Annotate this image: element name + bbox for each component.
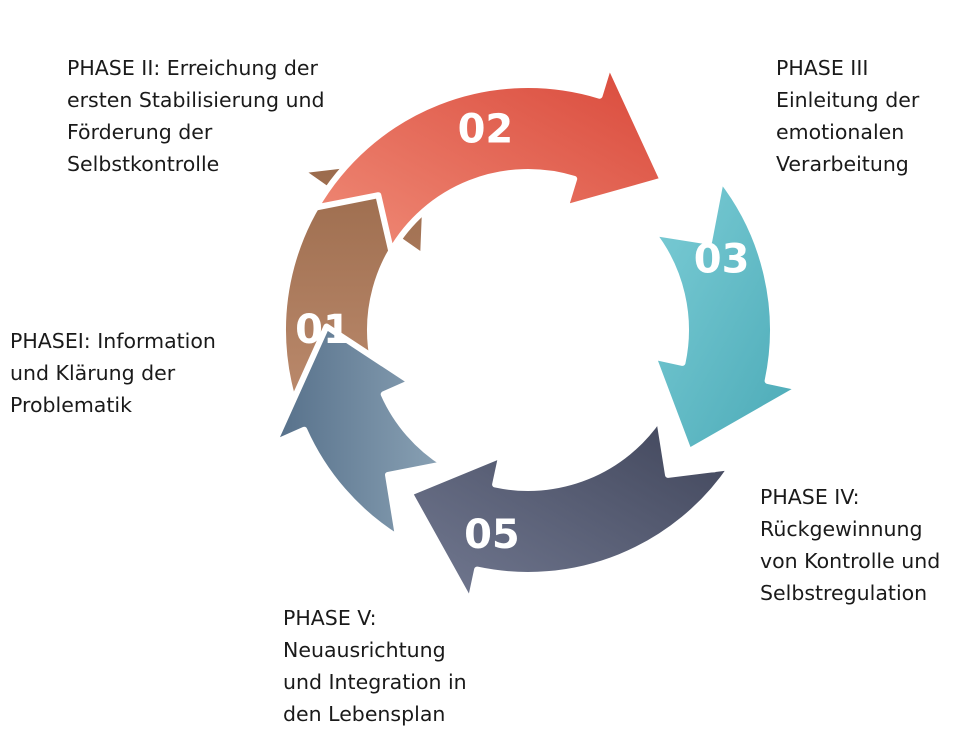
phase-3-label-line: Verarbeitung [776, 152, 909, 176]
phase-4-label: PHASE IV: Rückgewinnung von Kontrolle un… [760, 481, 940, 609]
phase-1-label-line: und Klärung der [10, 361, 176, 385]
phase-3-label-line: PHASE III [776, 56, 869, 80]
phase-1-number: 01 [295, 307, 351, 353]
phase-5-arrow [271, 323, 448, 541]
phase-5-number: 05 [464, 512, 520, 558]
phase-3-arrow [649, 176, 803, 455]
phase-5-label-line: und Integration in [283, 670, 467, 694]
phase-5-label: PHASE V: Neuausrichtung und Integration … [283, 602, 467, 730]
phase-2-label-line: ersten Stabilisierung und [67, 88, 325, 112]
phase-3-number: 03 [694, 237, 750, 283]
phase-4-label-line: Selbstregulation [760, 581, 928, 605]
phase-4-label-line: PHASE IV: [760, 485, 860, 509]
phase-5-label-line: Neuausrichtung [283, 638, 446, 662]
phase-2-arrow [312, 61, 666, 254]
phase-4-number: 04 [666, 436, 722, 482]
phase-1-label: PHASEI: Information und Klärung der Prob… [10, 325, 216, 421]
phase-5-label-line: PHASE V: [283, 606, 377, 630]
phase-2-label-line: PHASE II: Erreichung der [67, 56, 318, 80]
phase-2-label: PHASE II: Erreichung der ersten Stabilis… [67, 52, 325, 180]
phase-2-label-line: Selbstkontrolle [67, 152, 220, 176]
phase-1-label-line: Problematik [10, 393, 132, 417]
phase-4-label-line: von Kontrolle und [760, 549, 941, 573]
phase-2-label-line: Förderung der [67, 120, 213, 144]
phase-4-label-line: Rückgewinnung [760, 517, 923, 541]
phase-3-label-line: Einleitung der [776, 88, 920, 112]
phase-4-arrow [406, 415, 735, 605]
phase-2-number: 02 [458, 107, 514, 153]
phase-5-label-line: den Lebensplan [283, 702, 446, 726]
phase-3-label: PHASE III Einleitung der emotionalen Ver… [776, 52, 919, 180]
phase-1-label-line: PHASEI: Information [10, 329, 216, 353]
phase-3-label-line: emotionalen [776, 120, 905, 144]
